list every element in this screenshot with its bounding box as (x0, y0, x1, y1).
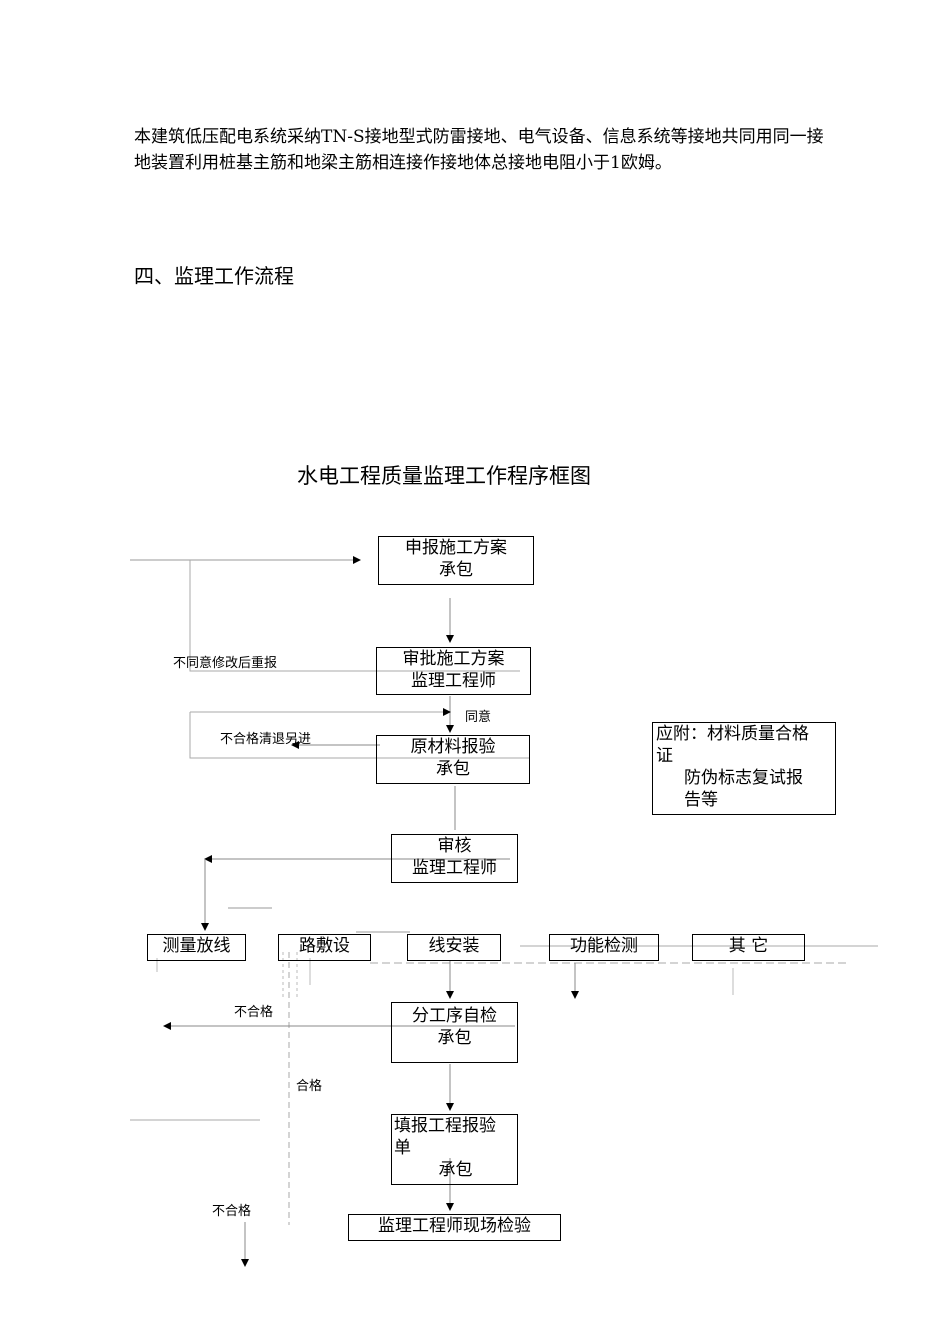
box-review: 审核 监理工程师 (391, 834, 518, 883)
box-submit-plan: 申报施工方案 承包 (378, 536, 534, 585)
box-other-label: 其 它 (728, 936, 769, 956)
box-submit-plan-line1: 申报施工方案 (405, 538, 507, 558)
label-disagree-resubmit: 不同意修改后重报 (173, 656, 278, 671)
box-fill-report-line2: 单 (394, 1138, 411, 1158)
box-submit-plan-line2: 承包 (439, 560, 473, 580)
section-heading: 四、监理工作流程 (134, 264, 294, 288)
box-function-test: 功能检测 (549, 934, 659, 961)
box-road-laying: 路敷设 (278, 934, 371, 961)
loop-material-line (189, 712, 530, 759)
box-material-check: 原材料报验 承包 (376, 735, 530, 784)
box-survey: 测量放线 (147, 934, 246, 961)
box-fill-report-line3: 承包 (438, 1160, 473, 1180)
note-line3: 防伪标志复试报 (684, 768, 803, 788)
label-agree: 同意 (465, 710, 492, 725)
loop-disagree-line (189, 560, 520, 672)
label-unqualified-2: 不合格 (212, 1204, 252, 1219)
box-review-line1: 审核 (437, 836, 472, 856)
box-fill-report: 填报工程报验 单 承包 (391, 1114, 518, 1185)
box-function-test-label: 功能检测 (570, 936, 638, 956)
label-unqualified-return: 不合格清退另进 (220, 732, 312, 747)
box-approve-plan: 审批施工方案 监理工程师 (376, 647, 531, 695)
box-attachment-note: 应附：材料质量合格 证 防伪标志复试报 告等 (652, 722, 836, 815)
box-approve-plan-line1: 审批施工方案 (402, 649, 505, 669)
box-other: 其 它 (692, 934, 805, 961)
body-paragraph: 本建筑低压配电系统采纳TN-S接地型式防雷接地、电气设备、信息系统等接地共同用同… (134, 127, 824, 173)
note-line4: 告等 (684, 790, 718, 810)
box-material-check-line1: 原材料报验 (410, 737, 496, 757)
flowchart-title: 水电工程质量监理工作程序框图 (297, 464, 591, 488)
box-self-check: 分工序自检 承包 (391, 1002, 518, 1063)
box-fill-report-line1: 填报工程报验 (394, 1116, 496, 1136)
box-site-inspection: 监理工程师现场检验 (348, 1214, 561, 1241)
box-self-check-line2: 承包 (437, 1028, 472, 1048)
label-qualified: 合格 (296, 1079, 323, 1094)
box-approve-plan-line2: 监理工程师 (411, 671, 496, 691)
box-road-laying-label: 路敷设 (299, 936, 350, 956)
box-line-install: 线安装 (407, 934, 501, 961)
box-site-inspection-label: 监理工程师现场检验 (378, 1216, 531, 1236)
box-self-check-line1: 分工序自检 (412, 1006, 497, 1026)
note-line2: 证 (656, 746, 673, 766)
box-survey-label: 测量放线 (162, 936, 231, 956)
box-material-check-line2: 承包 (436, 759, 470, 779)
note-line1: 应附：材料质量合格 (656, 724, 809, 744)
box-review-line2: 监理工程师 (412, 858, 497, 878)
label-unqualified-1: 不合格 (234, 1005, 274, 1020)
box-line-install-label: 线安装 (428, 936, 480, 956)
